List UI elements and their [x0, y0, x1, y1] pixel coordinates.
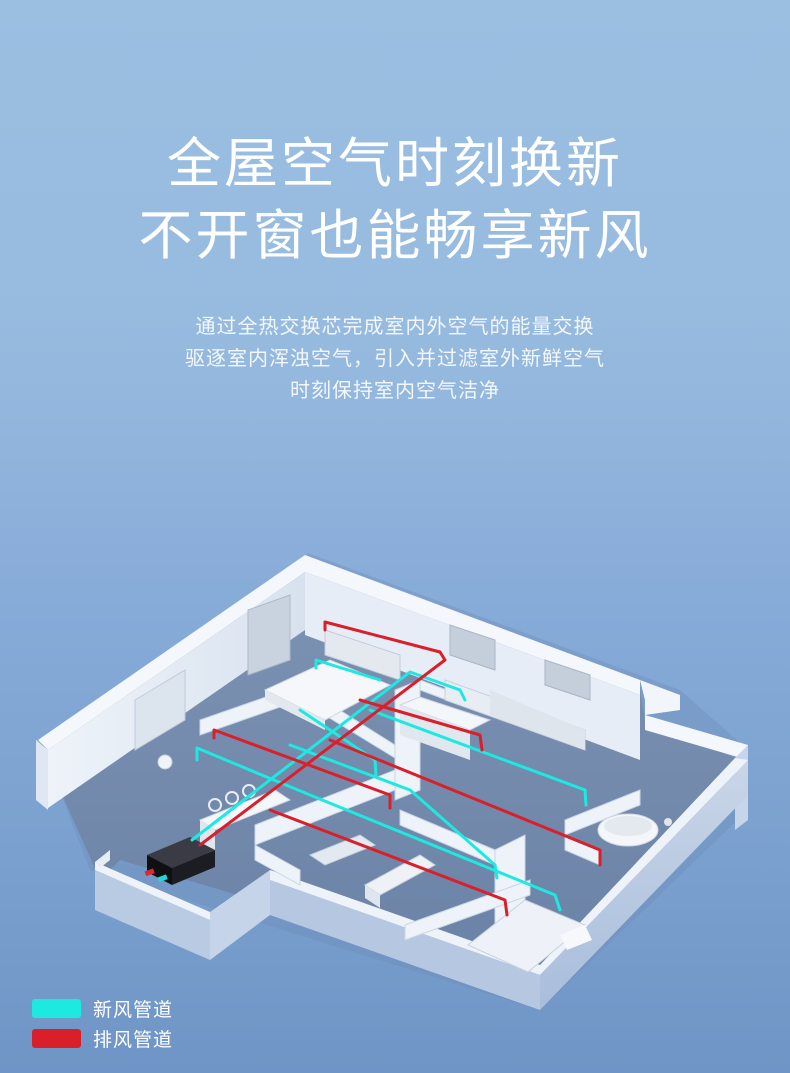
- subtitle-line-1: 通过全热交换芯完成室内外空气的能量交换: [195, 314, 595, 338]
- bathroom: [597, 813, 672, 847]
- headline-line-1: 全屋空气时刻换新: [167, 132, 623, 195]
- legend-label-fresh-air: 新风管道: [93, 998, 174, 1021]
- legend-label-exhaust: 排风管道: [93, 1028, 174, 1051]
- legend-item-fresh-air: 新风管道: [32, 993, 173, 1023]
- fresh-air-swatch-icon: [32, 998, 81, 1018]
- subtitle-line-2: 驱逐室内浑浊空气，引入并过滤室外新鲜空气: [185, 346, 605, 370]
- duct-legend: 新风管道 排风管道: [32, 993, 173, 1053]
- exhaust-ducts: [198, 620, 602, 917]
- headline: 全屋空气时刻换新 不开窗也能畅享新风: [0, 128, 790, 272]
- master-bedroom: [247, 594, 401, 730]
- study-room: [134, 669, 186, 770]
- house-floorplan-illustration: [0, 540, 790, 1010]
- subtitle: 通过全热交换芯完成室内外空气的能量交换 驱逐室内浑浊空气，引入并过滤室外新鲜空气…: [0, 310, 790, 406]
- legend-item-exhaust: 排风管道: [32, 1023, 173, 1053]
- fresh-air-ventilator-unit: [144, 837, 215, 885]
- fresh-air-ducts: [190, 658, 588, 912]
- exhaust-swatch-icon: [32, 1028, 81, 1048]
- subtitle-line-3: 时刻保持室内空气洁净: [290, 378, 500, 402]
- kitchen: [398, 624, 591, 760]
- headline-line-2: 不开窗也能畅享新风: [138, 204, 652, 267]
